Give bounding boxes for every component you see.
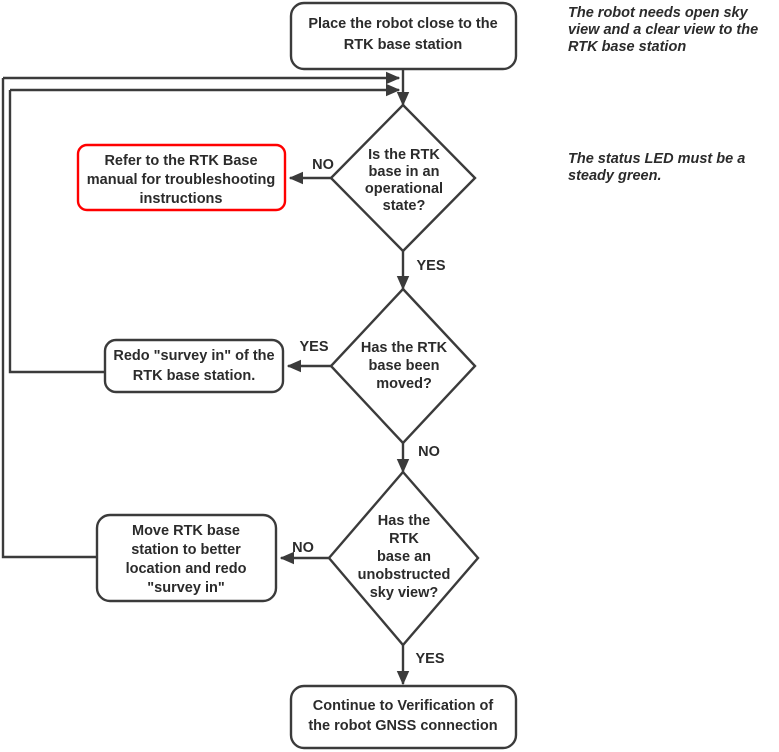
- node-end[interactable]: Continue to Verification of the robot GN…: [289, 684, 518, 750]
- decision-skyview-line-5: sky view?: [370, 585, 439, 601]
- move-base-box-shape: [95, 513, 278, 603]
- end-box-shape: [289, 684, 518, 750]
- refer-manual-line-1: Refer to the RTK Base: [104, 153, 257, 169]
- edge-label-skyview-no: NO: [292, 540, 314, 556]
- refer-manual-line-2: manual for troubleshooting: [87, 172, 276, 188]
- node-decision-skyview[interactable]: Has the RTK base an unobstructed sky vie…: [327, 470, 480, 647]
- decision-operational-line-3: operational: [365, 181, 443, 197]
- move-base-line-4: "survey in": [147, 580, 224, 596]
- connector-redo-survey-loop: [8, 90, 105, 374]
- node-redo-survey[interactable]: Redo "survey in" of the RTK base station…: [103, 338, 285, 394]
- decision-skyview-line-3: base an: [377, 549, 431, 565]
- refer-manual-line-3: instructions: [140, 191, 223, 207]
- note-status-led: The status LED must be a steady green.: [568, 151, 745, 184]
- redo-survey-line-1: Redo "survey in" of the: [113, 348, 274, 364]
- decision-moved-shape: [329, 287, 477, 445]
- start-line-1: Place the robot close to the: [308, 16, 497, 32]
- refer-manual-box-shape: [76, 143, 287, 212]
- decision-moved-line-2: base been: [369, 358, 440, 374]
- decision-skyview-line-4: unobstructed: [358, 567, 451, 583]
- edge-label-moved-yes: YES: [299, 339, 328, 355]
- decision-operational-shape: [329, 103, 477, 253]
- node-move-base[interactable]: Move RTK base station to better location…: [95, 513, 278, 603]
- start-line-2: RTK base station: [344, 37, 462, 53]
- start-box-shape: [289, 1, 518, 71]
- node-refer-manual[interactable]: Refer to the RTK Base manual for trouble…: [76, 143, 287, 212]
- decision-moved-line-3: moved?: [376, 376, 432, 392]
- note-open-sky: The robot needs open sky view and a clea…: [568, 5, 758, 55]
- connector-move-base-loop: [1, 78, 97, 559]
- decision-skyview-line-2: RTK: [389, 531, 419, 547]
- decision-operational-line-4: state?: [383, 198, 426, 214]
- edge-label-operational-yes: YES: [416, 258, 445, 274]
- move-base-line-2: station to better: [131, 542, 241, 558]
- decision-operational-line-2: base in an: [369, 164, 440, 180]
- node-decision-operational[interactable]: Is the RTK base in an operational state?: [329, 103, 477, 253]
- node-decision-moved[interactable]: Has the RTK base been moved?: [329, 287, 477, 445]
- note-status-led-line-2: steady green.: [568, 168, 662, 184]
- decision-moved-line-1: Has the RTK: [361, 340, 448, 356]
- edge-label-operational-no: NO: [312, 157, 334, 173]
- edge-label-skyview-yes: YES: [415, 651, 444, 667]
- note-open-sky-line-2: view and a clear view to the: [568, 22, 758, 38]
- edge-label-moved-no: NO: [418, 444, 440, 460]
- move-base-line-3: location and redo: [126, 561, 247, 577]
- note-open-sky-line-1: The robot needs open sky: [568, 5, 749, 21]
- decision-skyview-line-1: Has the: [378, 513, 430, 529]
- note-status-led-line-1: The status LED must be a: [568, 151, 745, 167]
- redo-survey-line-2: RTK base station.: [133, 368, 255, 384]
- end-line-1: Continue to Verification of: [313, 698, 494, 714]
- note-open-sky-line-3: RTK base station: [568, 39, 686, 55]
- redo-survey-box-shape: [103, 338, 285, 394]
- node-start[interactable]: Place the robot close to the RTK base st…: [289, 1, 518, 71]
- decision-operational-line-1: Is the RTK: [368, 147, 440, 163]
- end-line-2: the robot GNSS connection: [308, 718, 497, 734]
- decision-skyview-shape: [327, 470, 480, 647]
- move-base-line-1: Move RTK base: [132, 523, 240, 539]
